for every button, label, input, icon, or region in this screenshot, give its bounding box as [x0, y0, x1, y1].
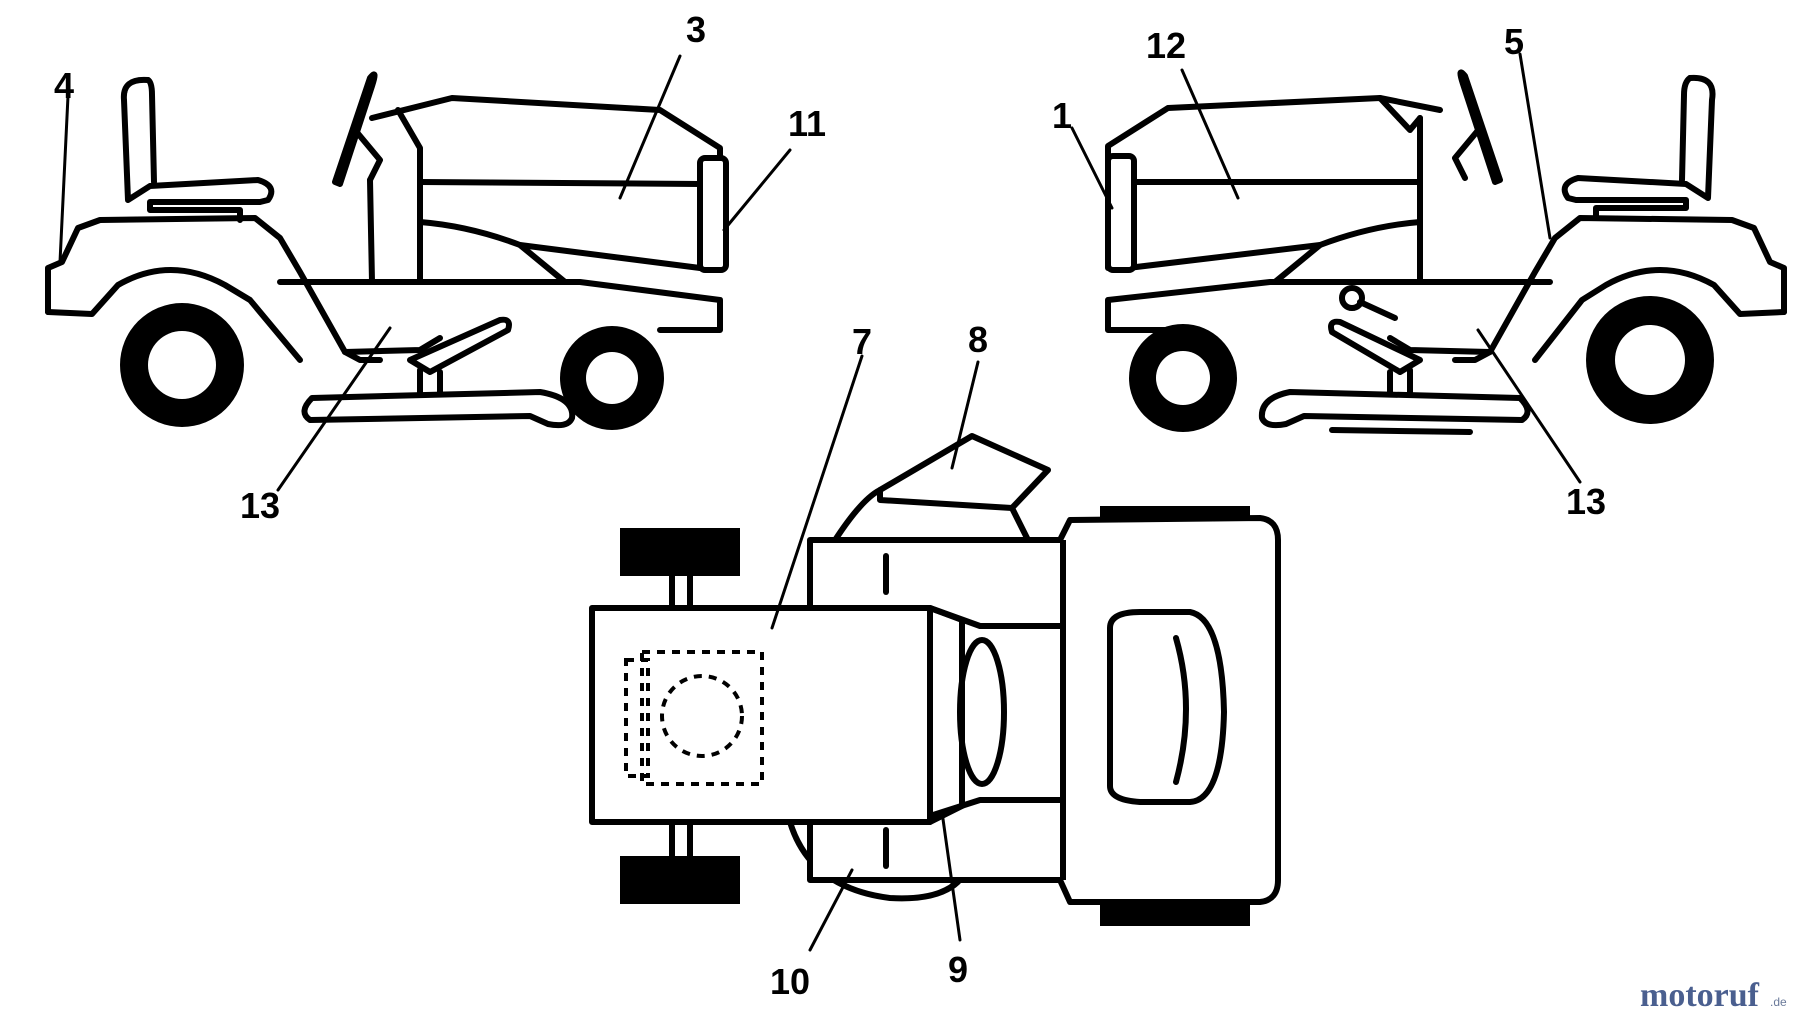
leader-8	[950, 360, 980, 470]
callout-1: 1	[1052, 95, 1072, 136]
leader-1	[1070, 126, 1114, 210]
left-frame	[277, 279, 723, 333]
leader-13-right	[1476, 328, 1582, 484]
top-engine-side-outline	[624, 658, 650, 778]
callout-5: 5	[1504, 21, 1524, 62]
left-mower-deck	[301, 389, 576, 429]
right-shift-knob	[1339, 285, 1365, 311]
top-front-axle-lower	[669, 819, 693, 859]
top-engine-flywheel-outline	[660, 674, 744, 758]
callout-13-right: 13	[1566, 481, 1606, 522]
left-front-hub	[586, 352, 638, 404]
right-lift-pedal	[1328, 318, 1423, 375]
left-dash	[367, 177, 375, 285]
callout-4: 4	[54, 65, 74, 106]
left-front-grille	[697, 155, 729, 273]
leader-4	[58, 94, 70, 264]
tractor-left-side-view	[45, 54, 792, 492]
top-seat-back	[1173, 635, 1189, 785]
left-steering-wheel	[332, 71, 378, 187]
leader-5	[1518, 52, 1552, 240]
right-hood-lower2	[1125, 242, 1323, 271]
left-hood-side	[395, 107, 423, 285]
right-frame-lower	[1387, 335, 1493, 355]
leader-10	[808, 868, 854, 952]
top-engine-outline	[640, 650, 764, 786]
left-steering-column	[352, 127, 383, 183]
left-lift-pedal	[407, 316, 512, 375]
callout-7: 7	[852, 321, 872, 362]
left-deck-mount	[417, 367, 443, 395]
callout-8: 8	[968, 319, 988, 360]
right-hood-side	[1377, 95, 1423, 133]
callout-12: 12	[1146, 25, 1186, 66]
right-front-hub	[1156, 351, 1210, 405]
left-seat	[120, 76, 275, 223]
top-discharge-chute	[877, 433, 1051, 511]
left-frame-lower	[342, 335, 443, 355]
left-hood-lower	[417, 219, 568, 285]
watermark-logo: motoruf .de	[1640, 977, 1787, 1014]
right-deck-mount	[1387, 367, 1413, 395]
callout-3: 3	[686, 9, 706, 50]
left-seat-back	[145, 77, 157, 185]
callout-10: 10	[770, 961, 810, 1002]
leader-3	[618, 54, 682, 200]
right-front-grille	[1105, 153, 1137, 273]
right-seat-back	[1679, 75, 1693, 183]
callout-13-left: 13	[240, 485, 280, 526]
left-rear-hub	[148, 331, 216, 399]
right-shift-lever	[1357, 299, 1398, 321]
right-seat	[1561, 74, 1716, 221]
top-hood-front	[927, 605, 965, 825]
leader-13-left	[276, 326, 392, 492]
right-steering-column	[1452, 125, 1483, 181]
leader-11	[722, 148, 792, 232]
callout-numbers: 4 3 11 13 1 12 5 13 7 8 9 10	[54, 9, 1606, 1002]
left-hood-line	[417, 179, 703, 187]
right-hood-lower	[1272, 219, 1423, 285]
leader-9	[940, 810, 962, 942]
tractor-top-view	[589, 354, 1281, 952]
top-steering-wheel	[957, 637, 1007, 787]
top-front-wheel-lower	[620, 856, 740, 904]
left-hood-lower2	[517, 242, 703, 271]
leader-7	[770, 354, 864, 630]
top-seat	[1107, 609, 1227, 805]
callout-11: 11	[788, 103, 826, 144]
top-front-wheel-upper	[620, 528, 740, 576]
top-rear-wheel-lower	[1100, 904, 1250, 926]
right-steering-wheel	[1457, 69, 1503, 185]
top-footrest-divider	[1060, 540, 1066, 880]
watermark-brand: motoruf	[1640, 977, 1760, 1014]
watermark-suffix: .de	[1770, 995, 1787, 1009]
right-deck-skid	[1329, 427, 1473, 435]
leader-12	[1180, 68, 1240, 200]
top-front-axle-upper	[669, 573, 693, 611]
right-fender-arch	[1532, 267, 1787, 363]
callout-9: 9	[948, 949, 968, 990]
right-mower-deck	[1258, 389, 1531, 429]
left-fender-arch	[45, 267, 303, 363]
tractor-right-side-view	[1070, 52, 1787, 484]
right-rear-hub	[1615, 325, 1685, 395]
right-frame	[1105, 279, 1553, 333]
